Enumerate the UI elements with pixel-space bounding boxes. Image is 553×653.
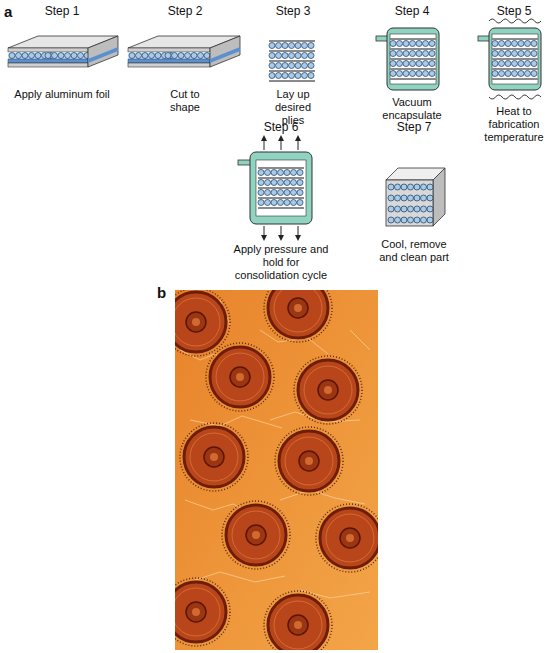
pressed-bag [238, 138, 312, 238]
step-caption: Cool, remove and clean part [374, 238, 454, 264]
step-label: Step 1 [22, 4, 102, 18]
step-caption: Heat to fabrication temperature [479, 105, 549, 145]
step-caption: Apply aluminum foil [2, 88, 122, 101]
step-label: Step 2 [145, 4, 225, 18]
finished-part [386, 168, 445, 226]
foil-slab [8, 36, 118, 67]
panel-letter: b [157, 284, 177, 302]
step-label: Step 5 [474, 4, 553, 18]
step-label: Step 6 [241, 120, 321, 134]
vacuum-bag [376, 28, 439, 90]
micrograph [175, 290, 378, 650]
step-caption: Apply pressure and hold for consolidatio… [233, 243, 329, 283]
step-caption: Cut to shape [160, 88, 210, 114]
cut-slab [128, 36, 240, 67]
panel-letter: a [4, 3, 24, 21]
heated-bag [478, 19, 541, 99]
step-label: Step 4 [372, 4, 452, 18]
step-caption: Vacuum encapsulate [380, 96, 445, 122]
ply-stack [269, 40, 315, 82]
step-label: Step 3 [253, 4, 333, 18]
step-label: Step 7 [374, 120, 454, 134]
